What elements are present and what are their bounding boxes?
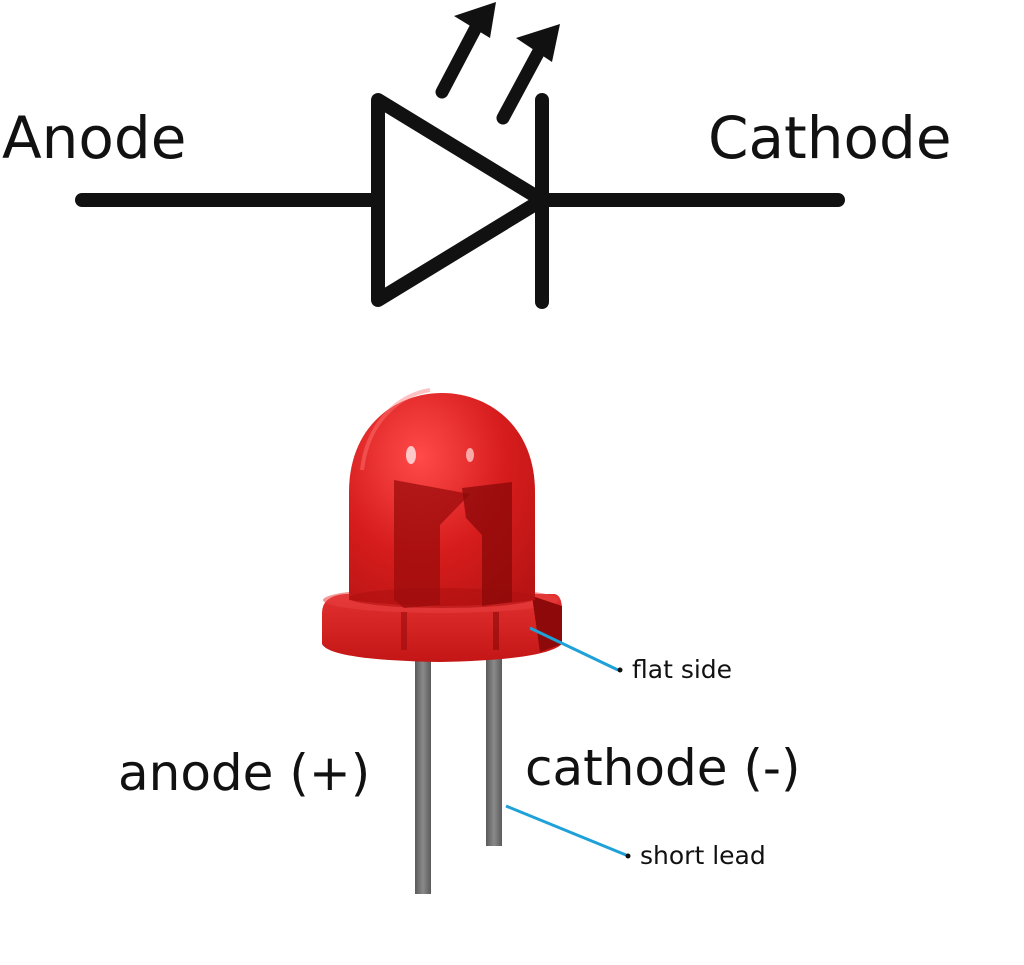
diode-triangle xyxy=(371,93,549,307)
flat-side-callout: flat side xyxy=(529,626,732,684)
emission-arrow-icon xyxy=(435,2,496,99)
led-schematic-symbol: Anode Cathode xyxy=(2,2,952,309)
emission-arrow-icon xyxy=(496,24,560,125)
symbol-cathode-label: Cathode xyxy=(708,104,952,172)
led-anvil xyxy=(394,480,470,608)
led-post xyxy=(462,482,512,606)
cathode-lead xyxy=(486,648,502,846)
flat-side-edge xyxy=(532,596,562,652)
symbol-anode-label: Anode xyxy=(2,104,186,172)
dome-highlight xyxy=(406,446,416,464)
anode-lead xyxy=(415,648,431,894)
short-lead-callout: short lead xyxy=(505,804,766,870)
anode-pin-label: anode (+) xyxy=(118,744,370,802)
short-lead-label: short lead xyxy=(640,841,766,870)
cathode-pin-label: cathode (-) xyxy=(525,739,800,797)
flat-side-label: flat side xyxy=(632,655,732,684)
led-component-illustration xyxy=(322,388,562,894)
